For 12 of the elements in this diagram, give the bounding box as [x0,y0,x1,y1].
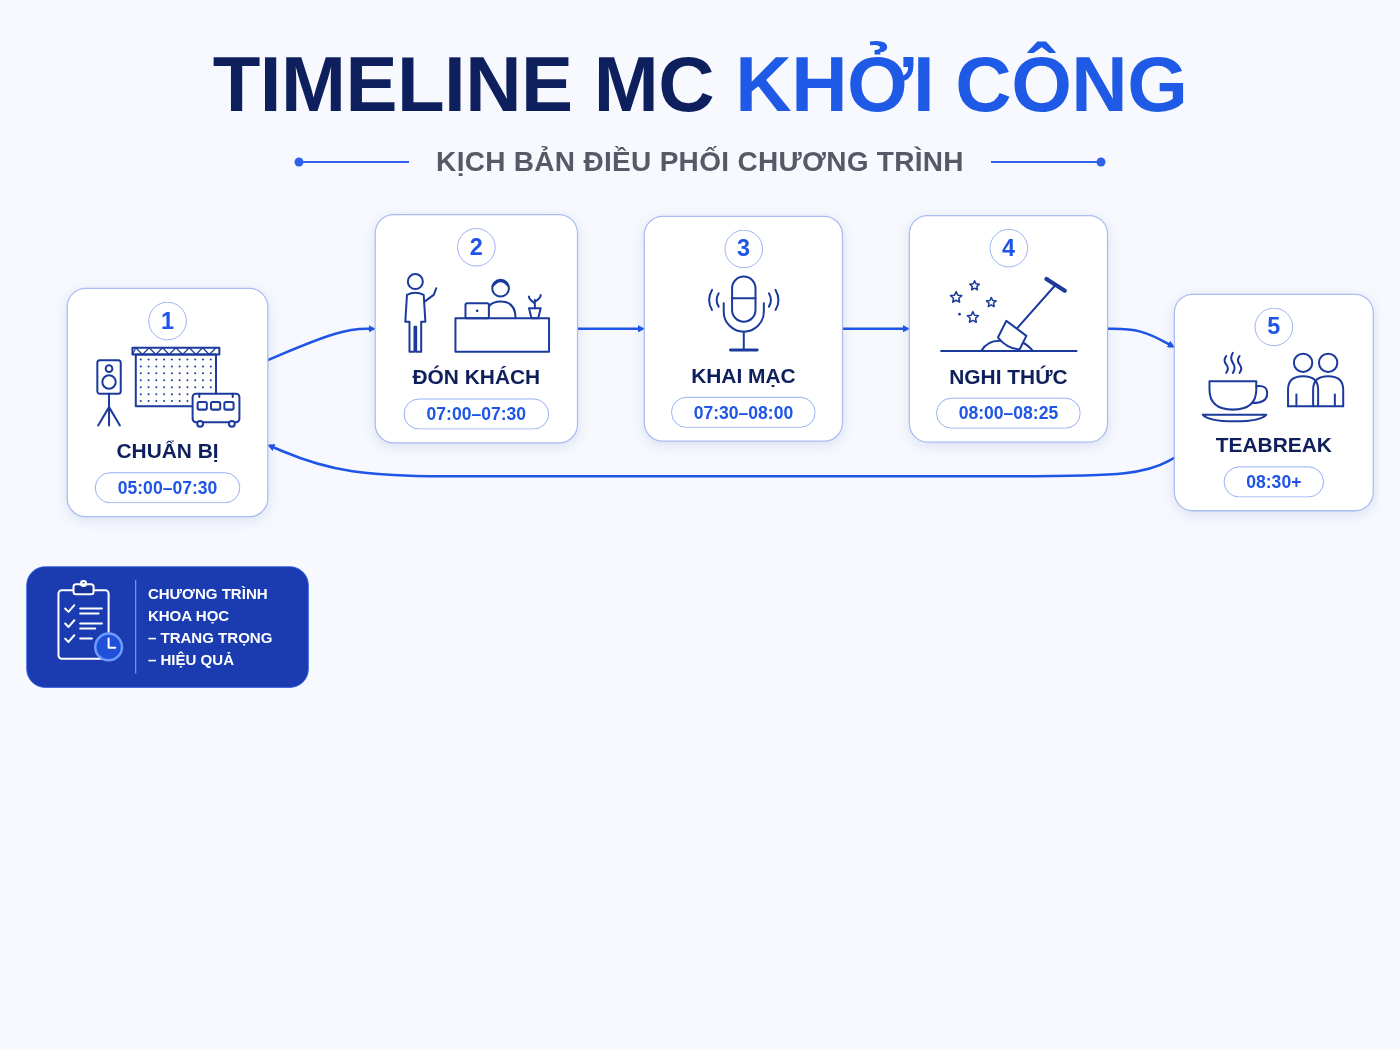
subtitle: KỊCH BẢN ĐIỀU PHỐI CHƯƠNG TRÌNH [436,145,964,178]
arrow [577,325,645,333]
node-box: 1 CHUẨN BỊ 05:00–07:30 [66,287,269,518]
node-box: 5 TEABREAK 08:30+ [1173,293,1374,512]
node-box: CHƯƠNG TRÌNH KHOA HỌC – TRANG TRỌNG – HIỆU QUẢ [26,566,309,688]
node-box: 2 ĐÓN KHÁCH 07:00–07:30 [374,213,579,444]
arrow [267,444,1175,478]
node-box: 4 NGHI THỨC 08:00–08:25 [908,214,1109,443]
arrow [842,325,910,333]
arrow [267,325,376,362]
node-box: 3 KHAI MẠC 07:30–08:00 [643,215,844,442]
arrow [1107,327,1175,348]
